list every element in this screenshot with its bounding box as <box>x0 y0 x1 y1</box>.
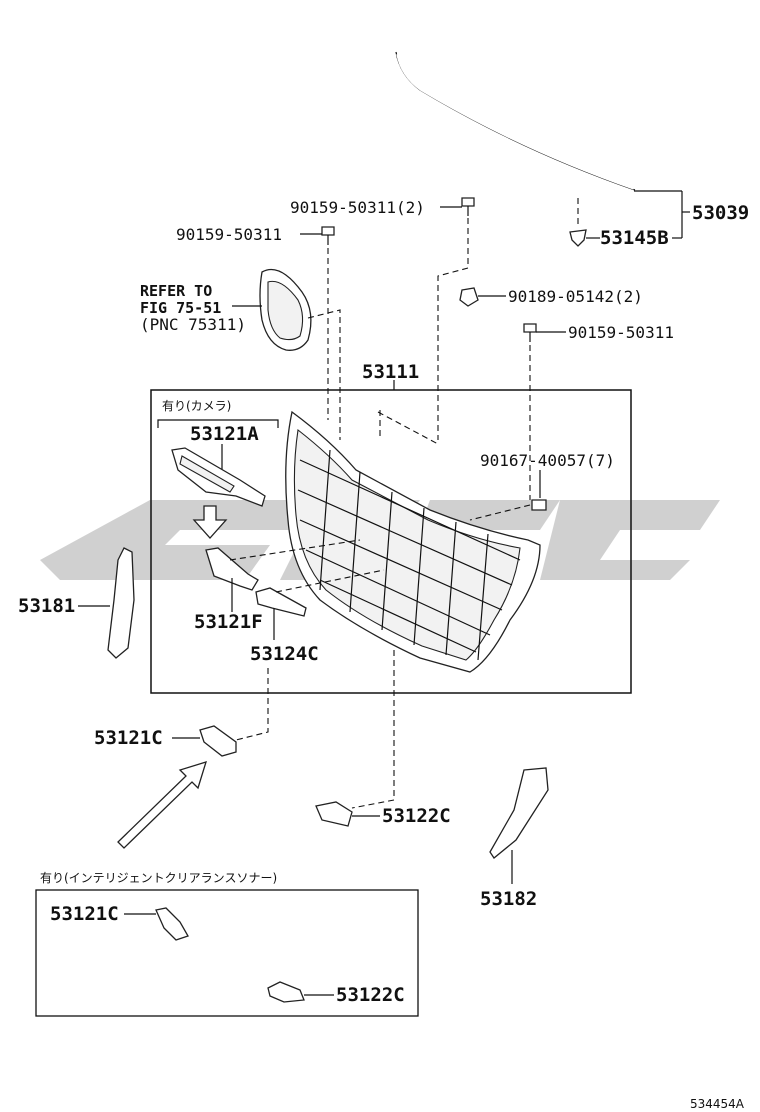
sonar-group: 有り(インテリジェントクリアランスソナー) 53121C 53122C <box>35 871 419 1017</box>
part-53181: 53181 <box>18 547 135 659</box>
label-53111: 53111 <box>362 361 419 383</box>
part-53121c: 53121C <box>94 668 269 757</box>
label-53121f: 53121F <box>194 611 263 633</box>
label-screw-2: 90159-50311 <box>176 225 282 244</box>
grille-53111 <box>285 410 541 673</box>
camera-note-text: 有り(カメラ) <box>162 399 231 413</box>
part-53121f: 53121F <box>194 539 361 633</box>
diagonal-arrow <box>117 761 207 849</box>
label-screw-1: 90159-50311(2) <box>290 198 425 217</box>
label-box-53121c: 53121C <box>50 903 119 925</box>
refer-line-1: REFER TO <box>140 282 212 300</box>
grille-group-box <box>150 389 632 694</box>
sonar-box <box>35 889 419 1017</box>
refer-line-3: (PNC 75311) <box>140 315 246 334</box>
part-53124c: 53124C <box>250 569 385 665</box>
refer-line-2: FIG 75-51 <box>140 299 221 317</box>
part-53121a <box>171 447 266 507</box>
label-53039: 53039 <box>692 202 749 224</box>
screw-90159-50311-a: 90159-50311 <box>176 225 335 420</box>
label-screw-3: 90159-50311 <box>568 323 674 342</box>
diagram-id: 534454A <box>690 1097 745 1111</box>
clip-90167-40057: 90167-40057(7) <box>469 451 615 521</box>
label-53124c: 53124C <box>250 643 319 665</box>
label-53121a: 53121A <box>190 423 259 445</box>
part-53182: 53182 <box>480 767 549 910</box>
screw-90159-50311-b: 90159-50311 <box>523 323 674 500</box>
emblem-part: REFER TO FIG 75-51 (PNC 75311) <box>140 268 341 440</box>
label-box-53122c: 53122C <box>336 984 405 1006</box>
clip-53145b: 53145B <box>569 198 669 249</box>
down-arrow <box>192 505 228 539</box>
nut-90189-05142: 90189-05142(2) <box>459 287 643 307</box>
label-53122c: 53122C <box>382 805 451 827</box>
label-nut: 90189-05142(2) <box>508 287 643 306</box>
label-53181: 53181 <box>18 595 75 617</box>
label-clip7: 90167-40057(7) <box>480 451 615 470</box>
label-53145b: 53145B <box>600 227 669 249</box>
sonar-note-text: 有り(インテリジェントクリアランスソナー) <box>40 871 277 885</box>
part-53122c: 53122C <box>315 650 451 827</box>
screw-90159-50311-2: 90159-50311(2) <box>290 197 475 440</box>
camera-note: 有り(カメラ) 53121A <box>157 399 279 476</box>
label-53121c: 53121C <box>94 727 163 749</box>
molding-53039: 53039 <box>395 51 749 239</box>
label-53182: 53182 <box>480 888 537 910</box>
